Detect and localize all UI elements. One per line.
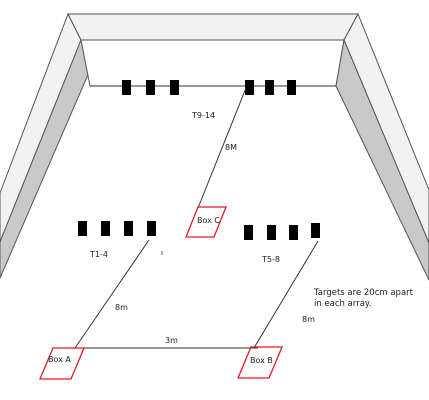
target	[122, 80, 131, 95]
targets-note-line2: in each array.	[314, 299, 371, 309]
left-wall-top	[0, 12, 82, 243]
label-8m-right: 8m	[302, 315, 315, 324]
label-t5-8: T5-8	[261, 255, 280, 264]
label-8m-left: 8m	[115, 303, 128, 312]
box-a-label: Box A	[48, 355, 71, 364]
distance-line-box-a	[74, 239, 150, 349]
box-b-outline	[237, 346, 283, 379]
label-8M: 8M	[225, 143, 237, 152]
label-t9-14: T9-14	[191, 111, 215, 120]
back-wall-top	[67, 13, 359, 41]
target	[124, 221, 133, 236]
target	[78, 221, 87, 236]
box-c-label: Box C	[197, 216, 220, 225]
target	[287, 80, 296, 95]
target	[147, 221, 156, 236]
back-wall-face	[80, 39, 345, 87]
distance-line-box-c	[197, 87, 247, 209]
target	[245, 80, 254, 95]
label-t1-4: T1-4	[89, 250, 108, 259]
target	[267, 225, 276, 240]
targets-note-line1: Targets are 20cm apart	[313, 288, 414, 298]
target	[244, 225, 253, 240]
label-3m: 3m	[165, 336, 178, 345]
target	[289, 225, 298, 240]
distance-line-box-b	[253, 240, 319, 349]
box-c-outline	[185, 206, 227, 238]
right-wall-top	[343, 12, 429, 244]
right-wall-face	[335, 38, 429, 281]
box-b-label: Box B	[250, 356, 273, 365]
box-a-outline	[39, 347, 85, 380]
target	[146, 80, 155, 95]
target	[311, 223, 320, 238]
target	[170, 80, 179, 95]
target	[101, 221, 110, 236]
target	[265, 80, 274, 95]
